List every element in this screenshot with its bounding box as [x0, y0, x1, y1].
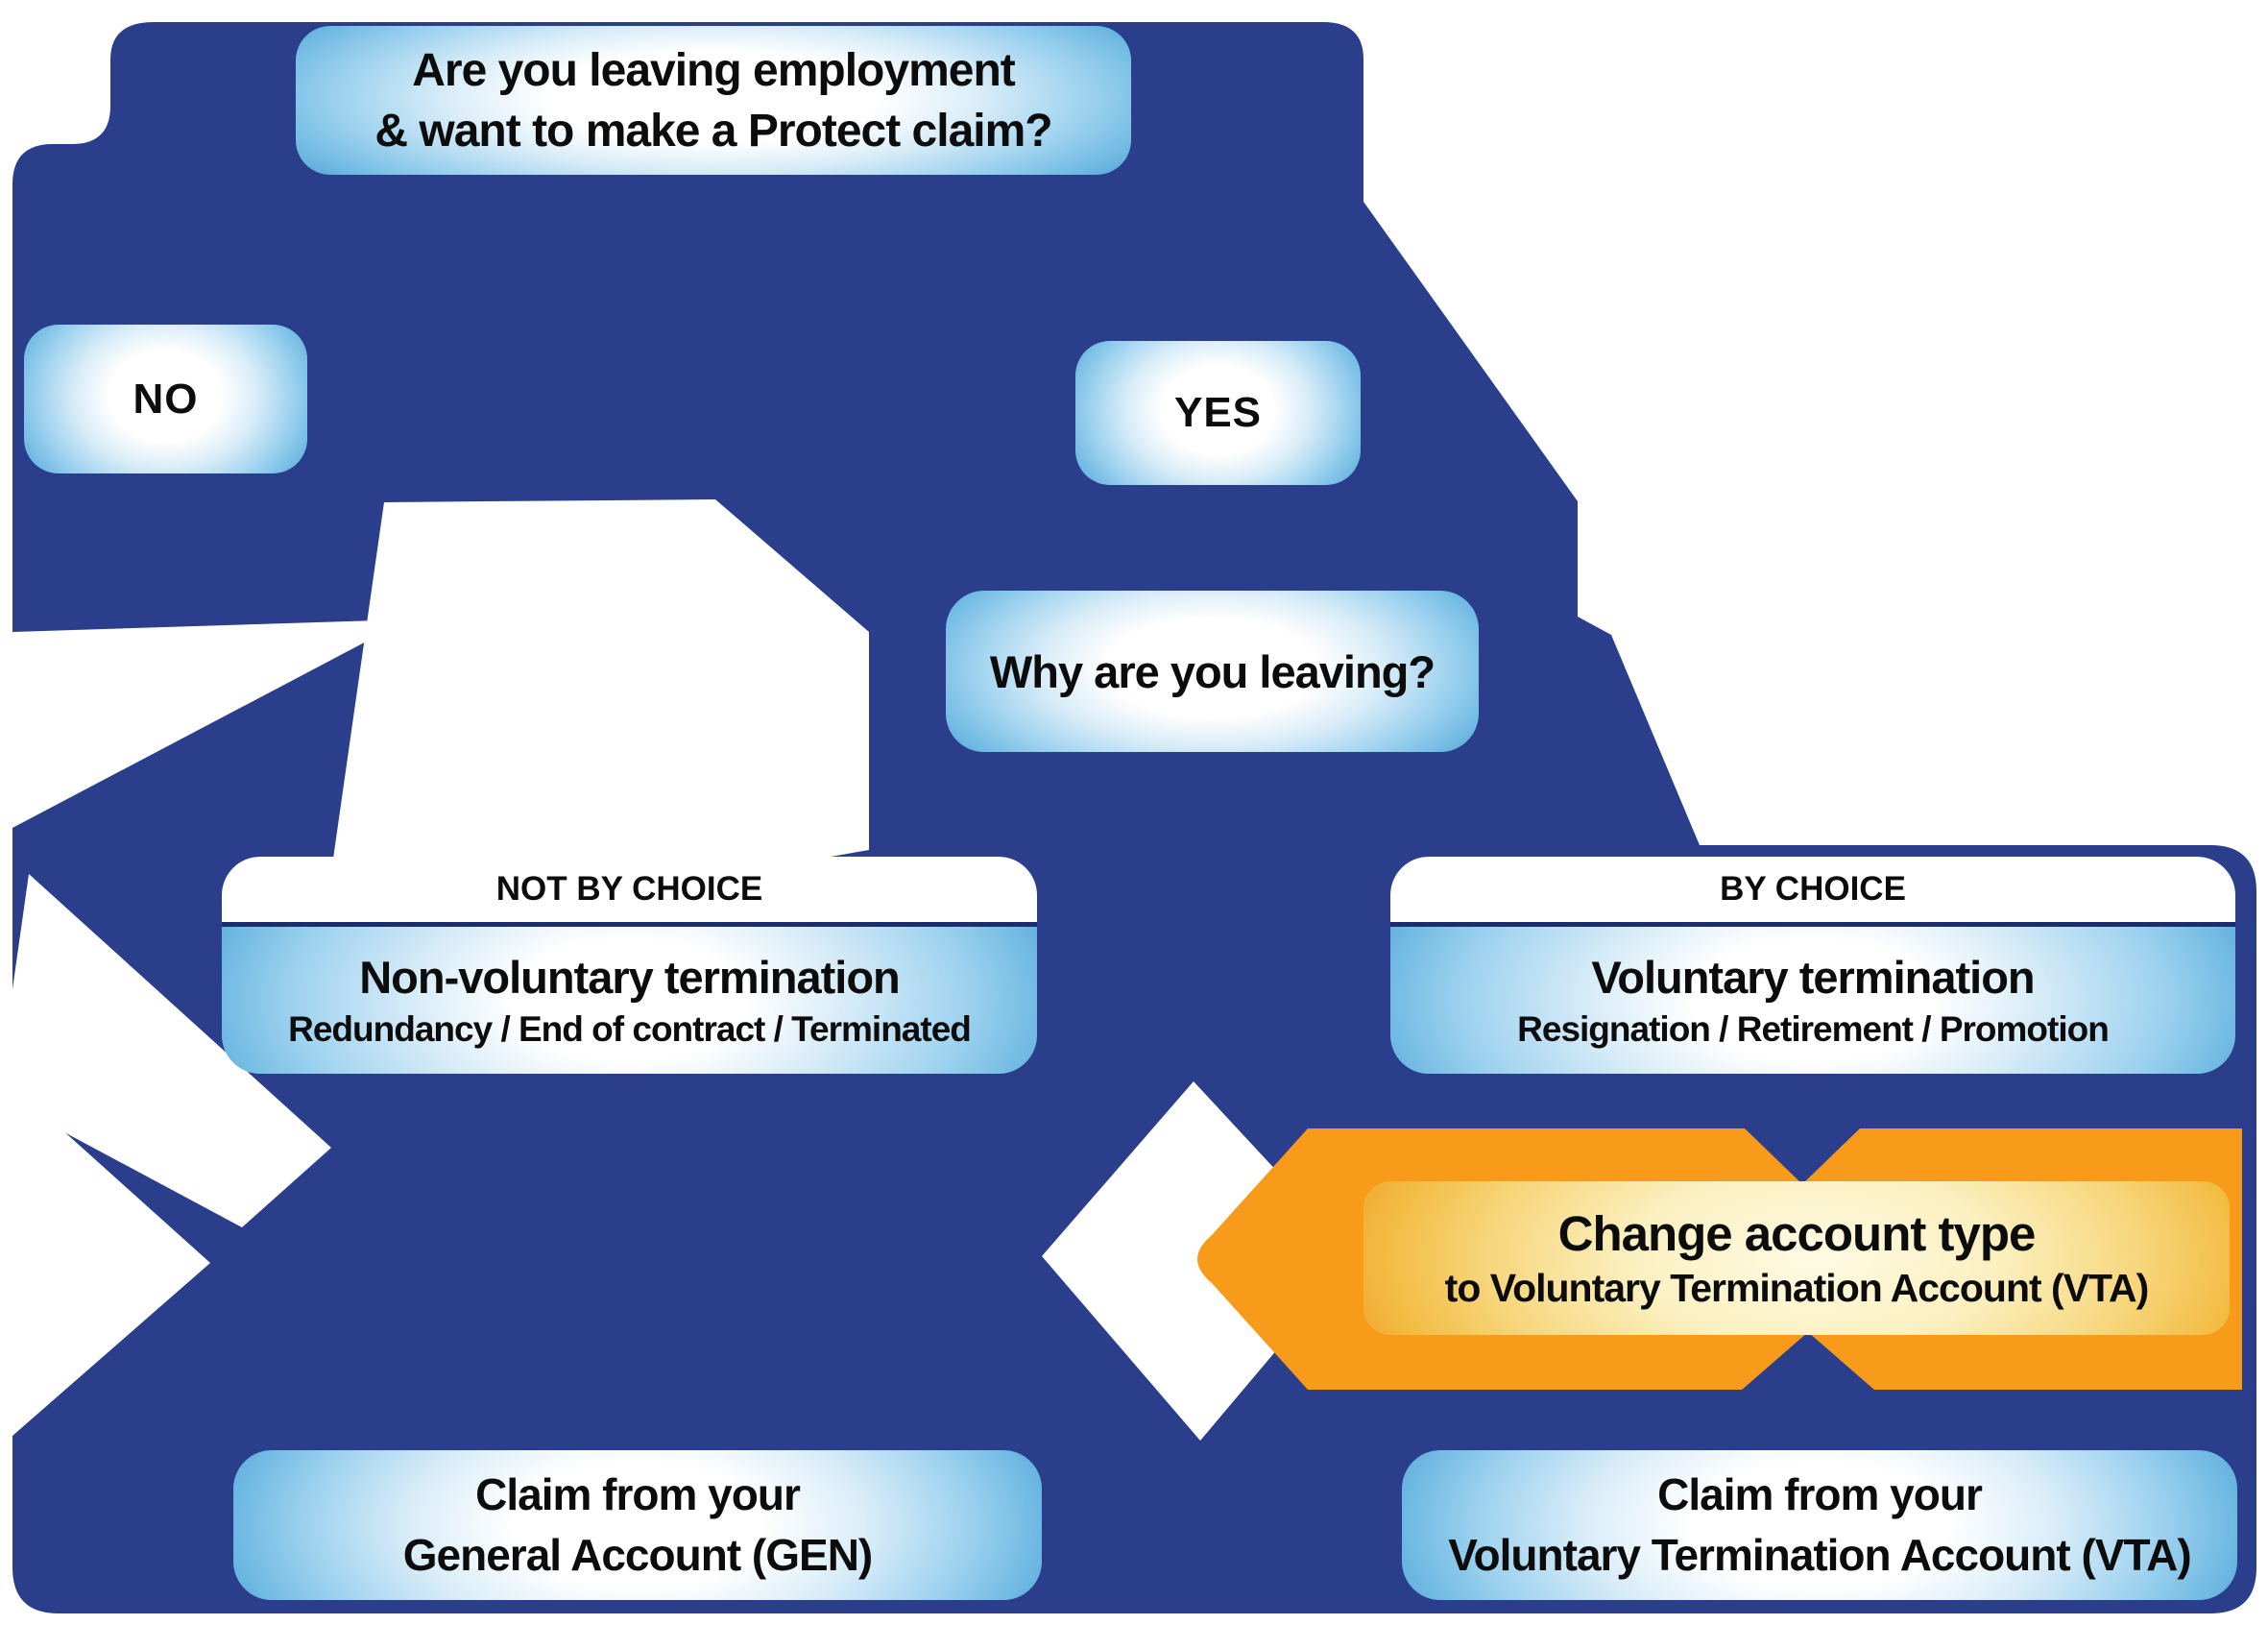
connector-notch-top	[1745, 1128, 1860, 1184]
action-title: Change account type	[1557, 1206, 2037, 1261]
branch-left-subtitle: Redundancy / End of contract / Terminate…	[288, 1009, 972, 1049]
outcome-right-line2: Voluntary Termination Account (VTA)	[1448, 1530, 2191, 1580]
answer-no-label: NO	[133, 375, 199, 423]
question-box: Are you leaving employment & want to mak…	[296, 26, 1131, 175]
answer-yes-box: YES	[1075, 341, 1361, 485]
branch-left-body: Non-voluntary termination Redundancy / E…	[222, 927, 1037, 1074]
branch-not-by-choice: NOT BY CHOICE Non-voluntary termination …	[222, 857, 1037, 1074]
branch-left-header: NOT BY CHOICE	[222, 857, 1037, 927]
change-account-type-box: Change account type to Voluntary Termina…	[1363, 1181, 2230, 1335]
outcome-right-line1: Claim from your	[1657, 1469, 1983, 1519]
branch-right-title: Voluntary termination	[1591, 952, 2035, 1003]
branch-right-body: Voluntary termination Resignation / Reti…	[1390, 927, 2235, 1074]
cutout-wedge-lower	[12, 874, 331, 1227]
outcome-general-account-box: Claim from your General Account (GEN)	[233, 1450, 1042, 1600]
answer-yes-label: YES	[1173, 389, 1263, 436]
cutout-pentagon-gap	[331, 499, 869, 874]
cutout-wedge-upper	[12, 619, 408, 828]
branch-left-title: Non-voluntary termination	[359, 952, 901, 1003]
outcome-vta-box: Claim from your Voluntary Termination Ac…	[1402, 1450, 2237, 1600]
branch-by-choice: BY CHOICE Voluntary termination Resignat…	[1390, 857, 2235, 1074]
branch-right-header: BY CHOICE	[1390, 857, 2235, 927]
connector-notch-bottom	[1741, 1332, 1875, 1391]
answer-no-box: NO	[24, 325, 307, 473]
outcome-left-line1: Claim from your	[475, 1469, 801, 1519]
question-line2: & want to make a Protect claim?	[374, 105, 1052, 157]
outcome-left-line2: General Account (GEN)	[402, 1530, 873, 1580]
question2-label: Why are you leaving?	[989, 645, 1436, 697]
question-line1: Are you leaving employment	[412, 44, 1016, 96]
question2-box: Why are you leaving?	[946, 591, 1479, 752]
branch-right-subtitle: Resignation / Retirement / Promotion	[1517, 1009, 2110, 1049]
action-subtitle: to Voluntary Termination Account (VTA)	[1444, 1266, 2150, 1310]
